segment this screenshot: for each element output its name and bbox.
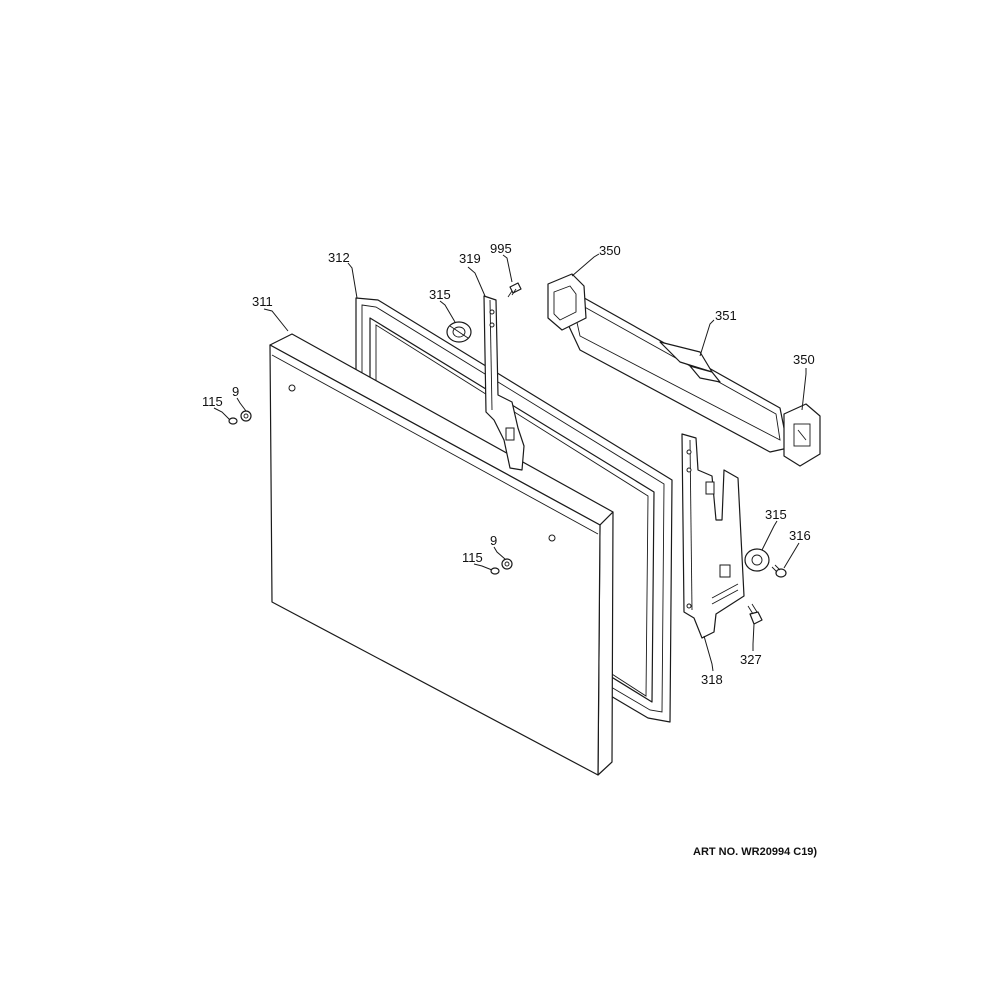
- callout-311: 311: [252, 294, 273, 309]
- callout-327: 327: [740, 652, 762, 667]
- duct-assembly-351: [565, 289, 789, 453]
- callout-995: 995: [490, 241, 512, 256]
- callout-350-top: 350: [599, 243, 621, 258]
- callout-318: 318: [701, 672, 723, 687]
- callout-315-top: 315: [429, 287, 451, 302]
- door-bumper-9-left: [240, 410, 252, 422]
- callout-9-center: 9: [490, 533, 497, 548]
- hinge-cam-315-right: [744, 548, 770, 572]
- leader-lines: [213, 253, 807, 672]
- screw-995: [507, 282, 522, 298]
- door-screw-115-center: [490, 567, 500, 575]
- callout-312: 312: [328, 250, 350, 265]
- callout-350-right: 350: [793, 352, 815, 367]
- duct-end-cap-350-top: [547, 273, 587, 331]
- hinge-bracket-319: [483, 295, 525, 471]
- door-bumper-9-center: [501, 558, 513, 570]
- callout-9-left: 9: [232, 384, 239, 399]
- door-screw-115-left: [228, 417, 238, 425]
- hinge-cam-315-top: [446, 321, 472, 343]
- callout-315-right: 315: [765, 507, 787, 522]
- duct-end-cap-350-right: [783, 403, 821, 467]
- callout-115-left: 115: [202, 394, 223, 409]
- screw-327: [747, 603, 763, 625]
- callout-labels: 311 312 319 995 350 351 350 315 9 115 9 …: [202, 241, 815, 687]
- hinge-bracket-318: [681, 433, 745, 639]
- callout-316: 316: [789, 528, 811, 543]
- screw-316: [771, 564, 787, 578]
- callout-115-center: 115: [462, 550, 483, 565]
- door-panel-311: [269, 333, 614, 776]
- callout-351: 351: [715, 308, 737, 323]
- callout-319: 319: [459, 251, 481, 266]
- art-number: ART NO. WR20994 C19): [693, 846, 817, 858]
